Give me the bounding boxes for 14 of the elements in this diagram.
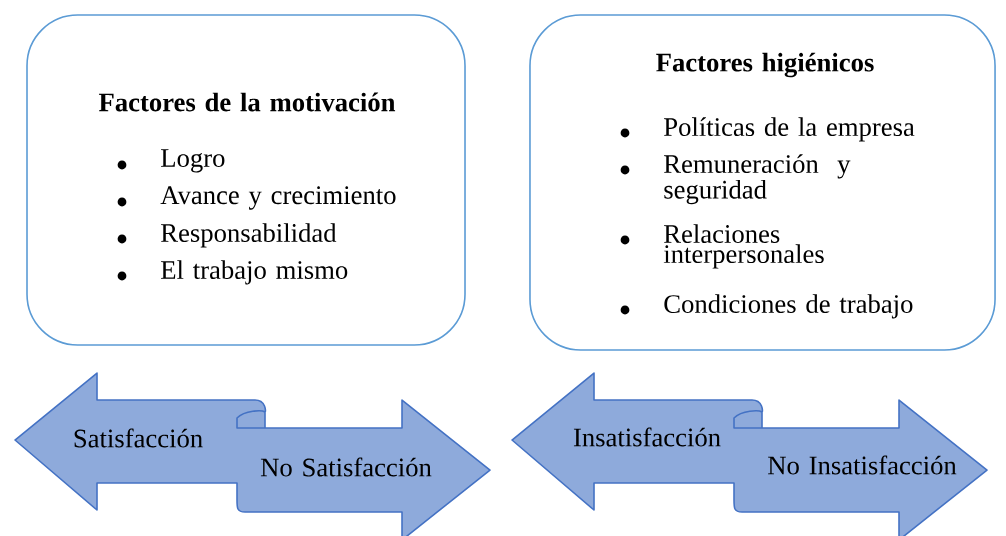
box-heading: Factores de la motivación [99, 92, 396, 112]
list-item: Condiciones de trabajo [664, 294, 913, 319]
list-item: Relaciones interpersonales [663, 224, 824, 269]
arrow-label: Insatisfacción [573, 427, 721, 447]
list-item: Responsabilidad [161, 223, 337, 248]
arrow-label: No Insatisfacción [768, 455, 957, 475]
list-item: Avance y crecimiento [160, 186, 396, 210]
box-heading: Factores higiénicos [656, 52, 874, 78]
list-item: Políticas de la empresa [664, 117, 915, 142]
list-item: Remuneración y seguridad [664, 154, 851, 205]
list-item: Logro [161, 149, 225, 173]
list-item: El trabajo mismo [161, 260, 348, 285]
arrow-label: Satisfacción [74, 428, 203, 448]
arrow-label: No Satisfacción [260, 457, 432, 477]
